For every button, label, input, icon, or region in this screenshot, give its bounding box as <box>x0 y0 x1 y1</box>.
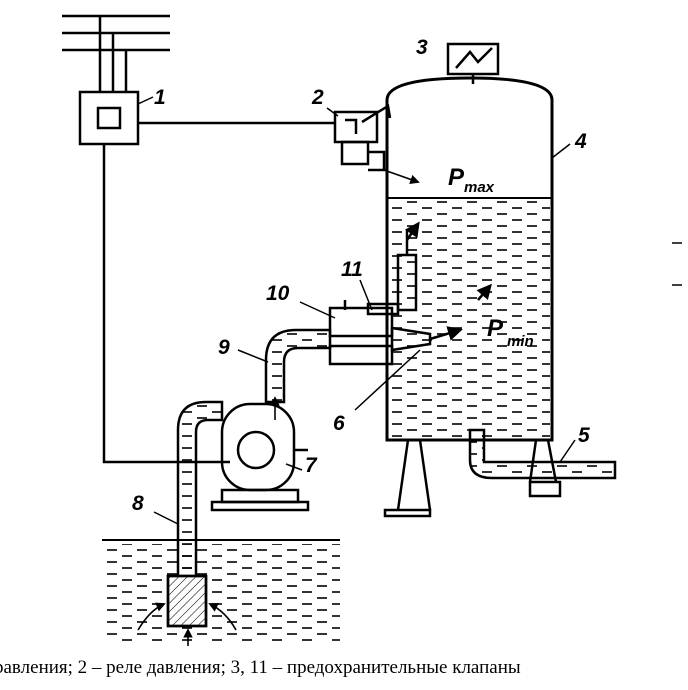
tank-leader-line <box>551 143 571 159</box>
figure-caption: равления; 2 – реле давления; 3, 11 – пре… <box>0 657 688 685</box>
box-leader-line <box>137 96 154 105</box>
discharge-pipe <box>264 328 332 420</box>
label-3: 3 <box>416 36 428 59</box>
injector-nozzle <box>390 283 492 352</box>
pressure-tank <box>368 76 554 442</box>
safety-valve-inner <box>396 221 420 312</box>
well-water <box>102 539 340 644</box>
label-8: 8 <box>132 492 144 515</box>
outlet-leader-line <box>559 439 576 463</box>
pump <box>210 402 310 512</box>
suction-pipe <box>176 400 224 580</box>
power-lines <box>62 14 170 92</box>
control-box <box>78 90 140 146</box>
safety-valve-top <box>446 42 500 84</box>
label-9: 9 <box>218 336 230 359</box>
pressure-max-symbol: P <box>448 164 465 191</box>
label-11: 11 <box>341 258 363 281</box>
pressure-max-sub: max <box>464 179 495 196</box>
check-valve <box>328 300 400 366</box>
pressure-min-sub: min <box>507 333 534 350</box>
pressure-relay <box>333 103 392 170</box>
label-6: 6 <box>333 412 345 435</box>
label-1: 1 <box>154 86 166 109</box>
suction-strainer <box>137 574 237 646</box>
label-10: 10 <box>266 282 290 305</box>
check-valve-leader <box>299 301 336 319</box>
suction-leader-line <box>153 511 179 525</box>
label-4: 4 <box>574 130 587 153</box>
pressure-min-symbol: P <box>487 315 504 342</box>
relay-leader-line <box>326 107 339 117</box>
label-7: 7 <box>305 454 318 477</box>
pump-leader-line <box>285 463 303 471</box>
label-2: 2 <box>311 86 324 109</box>
injector-leader-line <box>354 349 421 411</box>
label-5: 5 <box>578 424 590 447</box>
pipe-leader-line <box>237 349 269 363</box>
valve-leader-line <box>359 279 373 311</box>
caption-text: равления; 2 – реле давления; 3, 11 – пре… <box>0 657 521 678</box>
outlet-pipe <box>468 428 617 480</box>
